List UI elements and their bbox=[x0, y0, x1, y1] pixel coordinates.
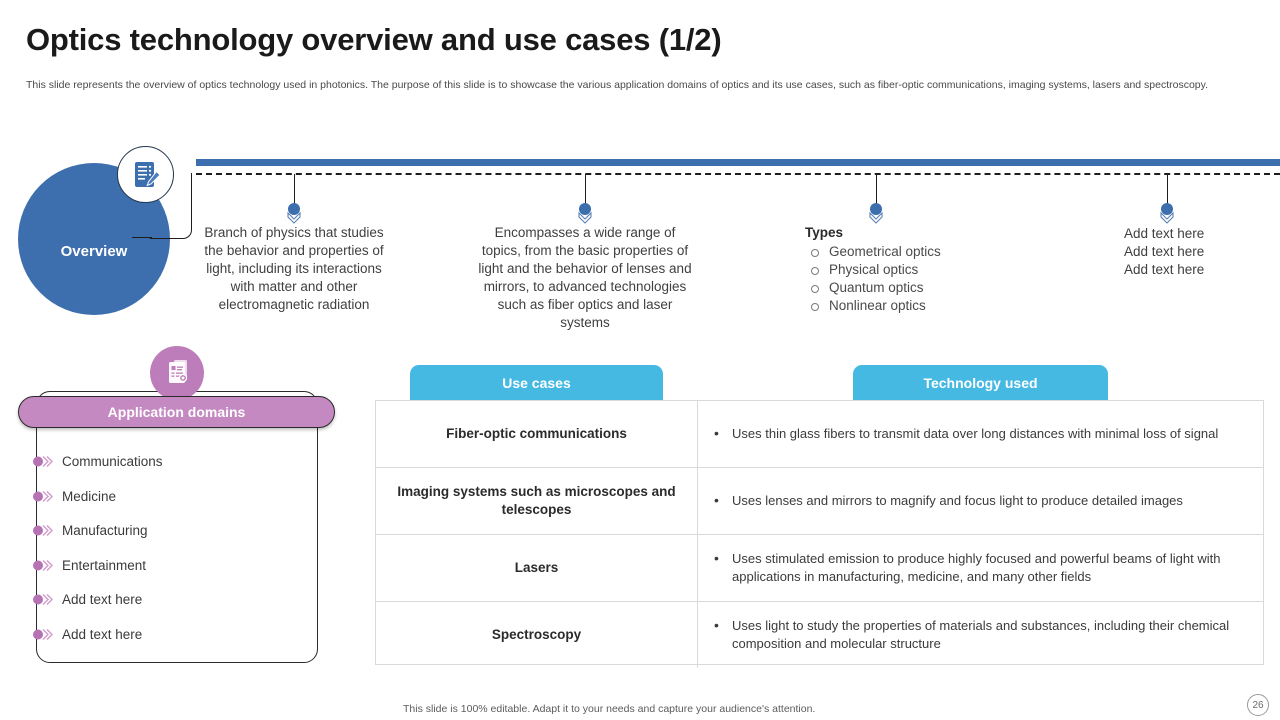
list-item-label: Add text here bbox=[62, 626, 143, 642]
timeline-column-1-text: Branch of physics that studies the behav… bbox=[204, 225, 384, 312]
table-cell-use-case: Lasers bbox=[376, 535, 698, 601]
list-item[interactable]: Entertainment bbox=[30, 556, 320, 591]
marker-dot-icon bbox=[870, 203, 882, 215]
timeline-marker-2 bbox=[577, 203, 593, 227]
table-cell-use-case: Fiber-optic communications bbox=[376, 401, 698, 467]
table-row: Lasers Uses stimulated emission to produ… bbox=[376, 535, 1263, 602]
list-item-label: Manufacturing bbox=[62, 523, 148, 538]
timeline-marker-3 bbox=[868, 203, 884, 227]
list-item[interactable]: Add text here bbox=[30, 590, 320, 625]
table-cell-technology-text: Uses light to study the properties of ma… bbox=[710, 616, 1247, 653]
timeline-stem-3 bbox=[876, 174, 877, 204]
list-item: Quantum optics bbox=[805, 279, 1035, 297]
page-subtitle: This slide represents the overview of op… bbox=[26, 79, 1209, 91]
table-row: Fiber-optic communications Uses thin gla… bbox=[376, 401, 1263, 468]
dot-chevron-icon bbox=[33, 559, 53, 571]
chevron-down-icon bbox=[1160, 211, 1174, 224]
types-list: Geometrical optics Physical optics Quant… bbox=[805, 243, 1035, 315]
timeline-stem-1 bbox=[294, 174, 295, 204]
placeholder-line: Add text here bbox=[1124, 226, 1205, 241]
list-item[interactable]: Medicine bbox=[30, 487, 320, 522]
table-header-technology-used-label: Technology used bbox=[923, 374, 1038, 391]
overview-label: Overview bbox=[60, 242, 128, 260]
table-cell-technology: Uses stimulated emission to produce high… bbox=[698, 535, 1263, 601]
chevron-down-icon bbox=[578, 211, 592, 224]
table-cell-technology: Uses thin glass fibers to transmit data … bbox=[698, 401, 1263, 467]
table-cell-technology-text: Uses stimulated emission to produce high… bbox=[710, 549, 1247, 586]
page-number: 26 bbox=[1247, 694, 1269, 716]
clipboard-pencil-icon bbox=[117, 146, 174, 203]
application-domains-list: Communications Medicine Manufacturing bbox=[30, 452, 320, 659]
marker-dot-icon bbox=[1161, 203, 1173, 215]
table-cell-use-case: Spectroscopy bbox=[376, 602, 698, 668]
list-item-label: Communications bbox=[62, 454, 163, 469]
placeholder-line: Add text here bbox=[1124, 262, 1205, 277]
timeline-dashed-line bbox=[196, 173, 1280, 175]
table-header-use-cases: Use cases bbox=[410, 365, 663, 400]
dot-chevron-icon bbox=[33, 456, 53, 467]
overview-connector bbox=[150, 173, 192, 239]
list-item: Physical optics bbox=[805, 261, 1035, 279]
table-cell-technology: Uses lenses and mirrors to magnify and f… bbox=[698, 468, 1263, 534]
overview-connector-tail bbox=[132, 237, 152, 238]
chevron-down-icon bbox=[869, 211, 883, 224]
use-cases-table: Fiber-optic communications Uses thin gla… bbox=[375, 400, 1264, 668]
list-item-label: Add text here bbox=[62, 592, 143, 607]
timeline-bar bbox=[196, 159, 1280, 166]
types-heading: Types bbox=[805, 225, 844, 240]
dot-chevron-icon bbox=[33, 594, 53, 605]
table-cell-technology-text: Uses lenses and mirrors to magnify and f… bbox=[710, 491, 1183, 510]
list-item-label: Medicine bbox=[62, 488, 117, 504]
application-domains-title: Application domains bbox=[18, 396, 335, 428]
timeline-column-4: Add text here Add text here Add text her… bbox=[1124, 225, 1280, 279]
list-item[interactable]: Manufacturing bbox=[30, 521, 320, 556]
dot-chevron-icon bbox=[33, 628, 53, 640]
table-cell-technology-text: Uses thin glass fibers to transmit data … bbox=[710, 424, 1218, 443]
placeholder-line: Add text here bbox=[1124, 244, 1205, 259]
table-cell-use-case: Imaging systems such as microscopes and … bbox=[376, 468, 698, 534]
timeline-column-2-text: Encompasses a wide range of topics, from… bbox=[478, 225, 692, 330]
timeline-stem-4 bbox=[1167, 174, 1168, 204]
page-title: Optics technology overview and use cases… bbox=[26, 22, 722, 57]
marker-dot-icon bbox=[579, 203, 591, 215]
dot-chevron-icon bbox=[33, 490, 53, 502]
timeline-stem-2 bbox=[585, 174, 586, 204]
table-row: Spectroscopy Uses light to study the pro… bbox=[376, 602, 1263, 668]
list-item[interactable]: Add text here bbox=[30, 625, 320, 660]
table-cell-technology: Uses light to study the properties of ma… bbox=[698, 602, 1263, 668]
table-row: Imaging systems such as microscopes and … bbox=[376, 468, 1263, 535]
dot-chevron-icon bbox=[33, 525, 53, 536]
document-report-icon bbox=[150, 346, 204, 400]
table-header-technology-used: Technology used bbox=[853, 365, 1108, 400]
timeline-marker-4 bbox=[1159, 203, 1175, 227]
table-header-use-cases-label: Use cases bbox=[502, 374, 571, 391]
timeline-marker-1 bbox=[286, 203, 302, 227]
marker-dot-icon bbox=[288, 203, 300, 215]
list-item-label: Entertainment bbox=[62, 557, 147, 573]
timeline-column-3: Types Geometrical optics Physical optics… bbox=[805, 224, 1035, 315]
list-item: Geometrical optics bbox=[805, 243, 1035, 261]
list-item: Nonlinear optics bbox=[805, 297, 1035, 315]
list-item[interactable]: Communications bbox=[30, 452, 320, 487]
application-domains-title-label: Application domains bbox=[107, 404, 246, 420]
chevron-down-icon bbox=[287, 211, 301, 224]
footer-note: This slide is 100% editable. Adapt it to… bbox=[403, 703, 816, 715]
